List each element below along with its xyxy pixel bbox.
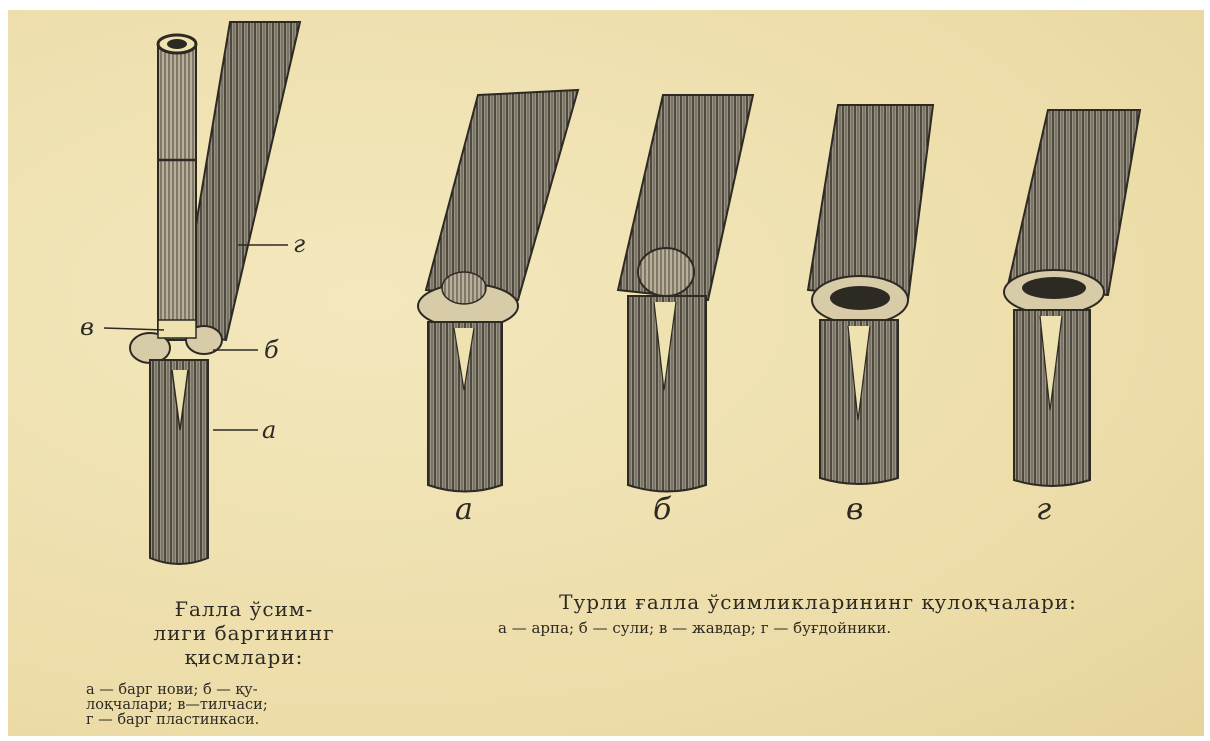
right-caption-title: Турли ғалла ўсимликларининг қулоқчалари:	[508, 590, 1128, 614]
leaf-parts-figure	[104, 22, 300, 564]
left-caption-line-2: лиги баргининг	[144, 621, 344, 645]
left-caption-line-1: Ғалла ўсим-	[144, 597, 344, 621]
label-auricles-b: б	[264, 336, 279, 364]
panel-label-a: а	[455, 492, 473, 527]
label-blade-g: г	[293, 230, 305, 258]
panel-a-barley	[418, 90, 578, 492]
leader-line-v	[104, 328, 164, 330]
stem-hollow	[167, 39, 187, 49]
panel-g-wheat	[1004, 110, 1140, 486]
stem-upper	[158, 42, 196, 340]
label-ligule-v: в	[80, 313, 94, 341]
left-caption-legend: а — барг нови; б — қу- лоқчалари; в—тилч…	[86, 683, 356, 728]
panel-label-v: в	[846, 492, 863, 527]
label-sheath-a: а	[262, 416, 276, 444]
left-legend-line-2: лоқчалари; в—тилчаси;	[86, 698, 356, 713]
auricles-figure	[418, 90, 1140, 492]
ligule	[158, 320, 196, 338]
left-legend-line-3: г — барг пластинкаси.	[86, 713, 356, 728]
left-legend-line-1: а — барг нови; б — қу-	[86, 683, 356, 698]
right-caption-legend: а — арпа; б — сули; в — жавдар; г — буғд…	[498, 621, 1058, 636]
panel-label-b: б	[653, 492, 671, 527]
panel-v-rye	[808, 105, 933, 484]
panel-label-g: г	[1036, 492, 1051, 527]
left-caption-title: Ғалла ўсим- лиги баргининг қисмлари:	[144, 597, 344, 669]
left-caption-line-3: қисмлари:	[144, 645, 344, 669]
panel-b-oats	[618, 95, 753, 492]
scanned-page: г в б а а б в г Ғалла ўсим- лиги баргини…	[8, 10, 1204, 736]
